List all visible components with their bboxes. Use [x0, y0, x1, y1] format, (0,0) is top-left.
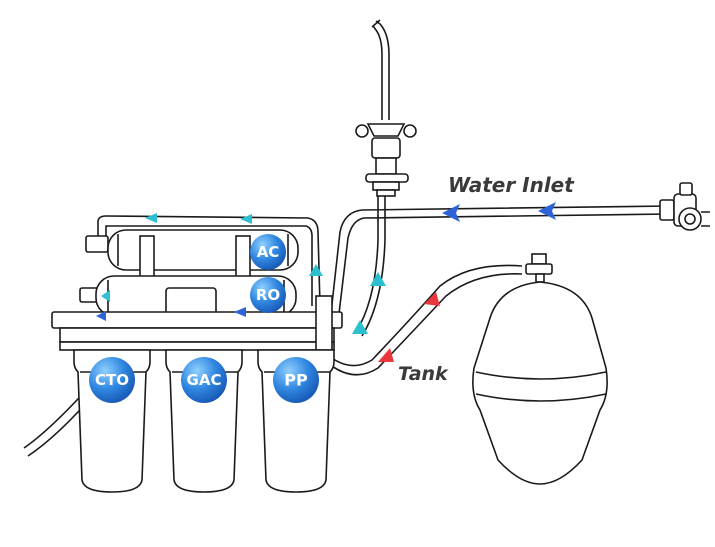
pure-water-flow-arrows	[101, 213, 386, 334]
pure-arrow-2	[240, 214, 252, 224]
pp-badge: PP	[273, 357, 319, 403]
cto-label: CTO	[95, 371, 129, 389]
pure-arrow-4	[370, 272, 386, 286]
tank-tube	[317, 264, 523, 376]
pure-arrow-3	[309, 264, 323, 276]
manifold-arrow-2	[234, 307, 246, 317]
top-plumbing	[97, 215, 321, 307]
water-inlet-label: Water Inlet	[448, 173, 575, 197]
pressure-tank-icon	[472, 253, 608, 485]
ac-housing	[85, 229, 299, 281]
cto-badge: CTO	[89, 357, 135, 403]
ro-badge: RO	[250, 277, 286, 313]
tank-arrow-1	[424, 292, 440, 306]
pure-arrow-5	[352, 320, 368, 334]
pure-arrow-1	[145, 213, 157, 223]
inlet-valve-icon	[659, 182, 710, 231]
ac-badge: AC	[250, 234, 286, 270]
gac-label: GAC	[187, 371, 222, 389]
inlet-tube	[329, 205, 671, 323]
pure-arrow-6	[101, 290, 110, 302]
pp-label: PP	[284, 371, 308, 390]
faucet-icon	[355, 19, 417, 197]
inlet-arrow-2	[442, 204, 460, 222]
ac-label: AC	[257, 243, 280, 261]
inlet-flow-arrows	[96, 202, 556, 321]
inlet-arrow-1	[538, 202, 556, 220]
ro-label: RO	[256, 286, 280, 304]
tank-flow-arrows	[378, 292, 440, 362]
manifold-arrow-1	[96, 311, 106, 321]
tank-label: Tank	[398, 363, 449, 385]
gac-badge: GAC	[181, 357, 227, 403]
mounting-bracket	[51, 295, 343, 351]
tank-arrow-2	[378, 348, 394, 362]
